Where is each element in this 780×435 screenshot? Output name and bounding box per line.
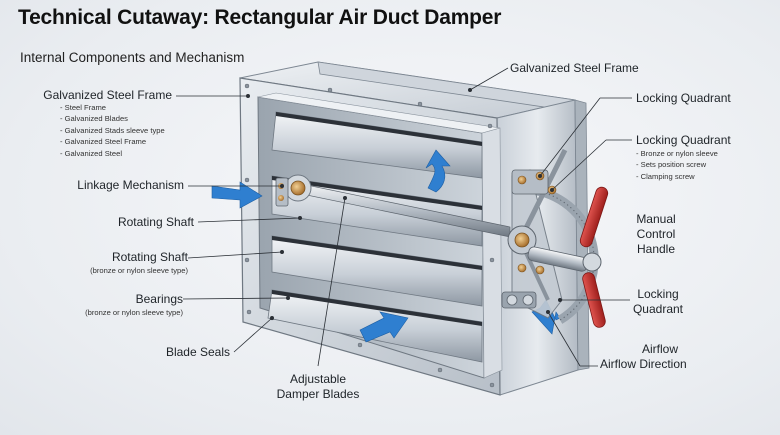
- locking-quadrant-item: - Clamping screw: [636, 171, 695, 181]
- label-blades-line2: Damper Blades: [276, 387, 360, 401]
- label-manual-line3: Handle: [636, 242, 676, 256]
- frame-left-item: - Galvanized Blades: [60, 114, 128, 124]
- lower-bolt-icon: [522, 294, 534, 306]
- frame-left-item: - Galvanized Steel Frame: [60, 137, 147, 147]
- label-locking-quadrant-1: Locking Quadrant: [636, 91, 731, 105]
- label-airflow-line2: Airflow Direction: [600, 357, 687, 371]
- label-bearings: Bearings: [135, 292, 183, 306]
- page-subtitle: Internal Components and Mechanism: [20, 50, 245, 65]
- label-locking-quadrant-2-items: - Bronze or nylon sleeve - Sets position…: [636, 148, 718, 182]
- page-title: Technical Cutaway: Rectangular Air Duct …: [18, 6, 502, 29]
- shaft-bushing: [290, 180, 306, 196]
- blade-seal-1: [276, 112, 482, 146]
- label-rotating-shaft-2-note: (bronze or nylon sleeve type): [90, 266, 188, 275]
- manual-control-handle[interactable]: [579, 186, 610, 249]
- frame-inner-top-wall: [257, 92, 501, 134]
- airflow-arrow-left-icon: [211, 181, 263, 209]
- label-rotating-shaft-2: Rotating Shaft: [111, 250, 188, 264]
- leader-lines: [176, 67, 632, 367]
- label-frame-top: Galvanized Steel Frame: [510, 61, 639, 75]
- linkage-bracket: [275, 177, 289, 207]
- label-airflow-line1: Airflow: [642, 342, 679, 356]
- label-locking-quadrant-3-line1: Locking: [637, 287, 679, 301]
- label-blade-seals: Blade Seals: [165, 345, 230, 359]
- label-blades-line1: Adjustable: [289, 372, 347, 386]
- frame-left-item: - Galvanized Steel: [60, 148, 123, 158]
- blade-seal-4: [272, 290, 482, 326]
- frame-left-item: - Galvanized Stads sleeve type: [60, 125, 165, 135]
- handle-knuckle: [582, 252, 602, 272]
- quadrant-screw-icon: [517, 175, 527, 185]
- label-bearings-note: (bronze or nylon sleeve type): [85, 308, 183, 317]
- label-locking-quadrant-3-line2: Quadrant: [632, 302, 684, 316]
- label-frame-left-items: - Steel Frame - Galvanized Blades - Galv…: [60, 102, 165, 159]
- quadrant-screw-icon: [535, 265, 545, 275]
- locking-quadrant-item: - Bronze or nylon sleeve: [636, 149, 718, 158]
- linkage-pin-icon: [278, 195, 284, 201]
- label-manual-line2: Control: [636, 227, 676, 241]
- frame-inner-right-wall: [481, 127, 503, 379]
- blade-seal-2: [272, 176, 482, 210]
- frame-rivets: [244, 83, 495, 388]
- airflow-arrow-curved-icon: [425, 149, 451, 193]
- label-manual-line1: Manual: [636, 212, 676, 226]
- lower-bolt-icon: [506, 294, 518, 306]
- airflow-arrow-bottom-icon: [359, 311, 409, 343]
- locking-quadrant-item: - Sets position screw: [636, 160, 707, 170]
- blade-seal-3: [272, 236, 482, 270]
- label-linkage: Linkage Mechanism: [77, 178, 184, 192]
- label-frame-left: Galvanized Steel Frame: [43, 88, 172, 102]
- quadrant-screw-icon: [517, 263, 527, 273]
- shaft-hub-bushing: [514, 232, 530, 248]
- label-rotating-shaft-1: Rotating Shaft: [117, 215, 194, 229]
- label-locking-quadrant-2: Locking Quadrant: [636, 133, 731, 147]
- frame-left-item: - Steel Frame: [60, 103, 106, 112]
